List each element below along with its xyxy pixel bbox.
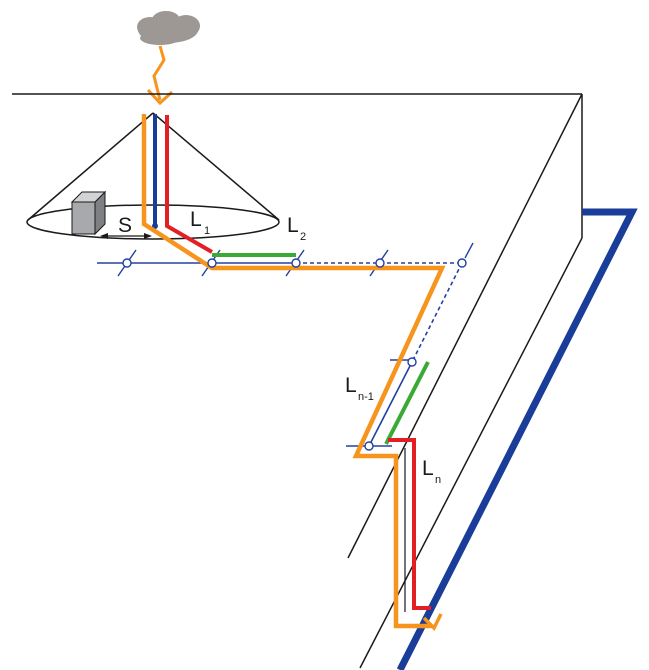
cloud-icon — [137, 11, 200, 45]
earth-conductor-line — [396, 208, 638, 670]
ground-arrow-icon — [422, 613, 443, 631]
label-l1: L — [190, 208, 202, 231]
roof-conductor-line — [97, 262, 463, 447]
red-conductor — [165, 115, 431, 610]
label-ln-sub: n — [435, 474, 441, 486]
building-outline — [12, 93, 583, 669]
label-ln-1-sub: n-1 — [358, 391, 374, 403]
down-conductor — [141, 114, 446, 629]
distance-s-arrow — [100, 233, 152, 239]
label-s: S — [118, 214, 132, 237]
label-l1-sub: 1 — [204, 225, 210, 237]
junction-points — [122, 258, 467, 451]
label-ln: L — [422, 457, 434, 480]
label-ln-1: L — [345, 374, 357, 397]
equipment-box-icon — [70, 190, 107, 236]
label-l2-sub: 2 — [300, 231, 306, 243]
label-l2: L — [287, 214, 299, 237]
green-conductor — [212, 253, 430, 445]
